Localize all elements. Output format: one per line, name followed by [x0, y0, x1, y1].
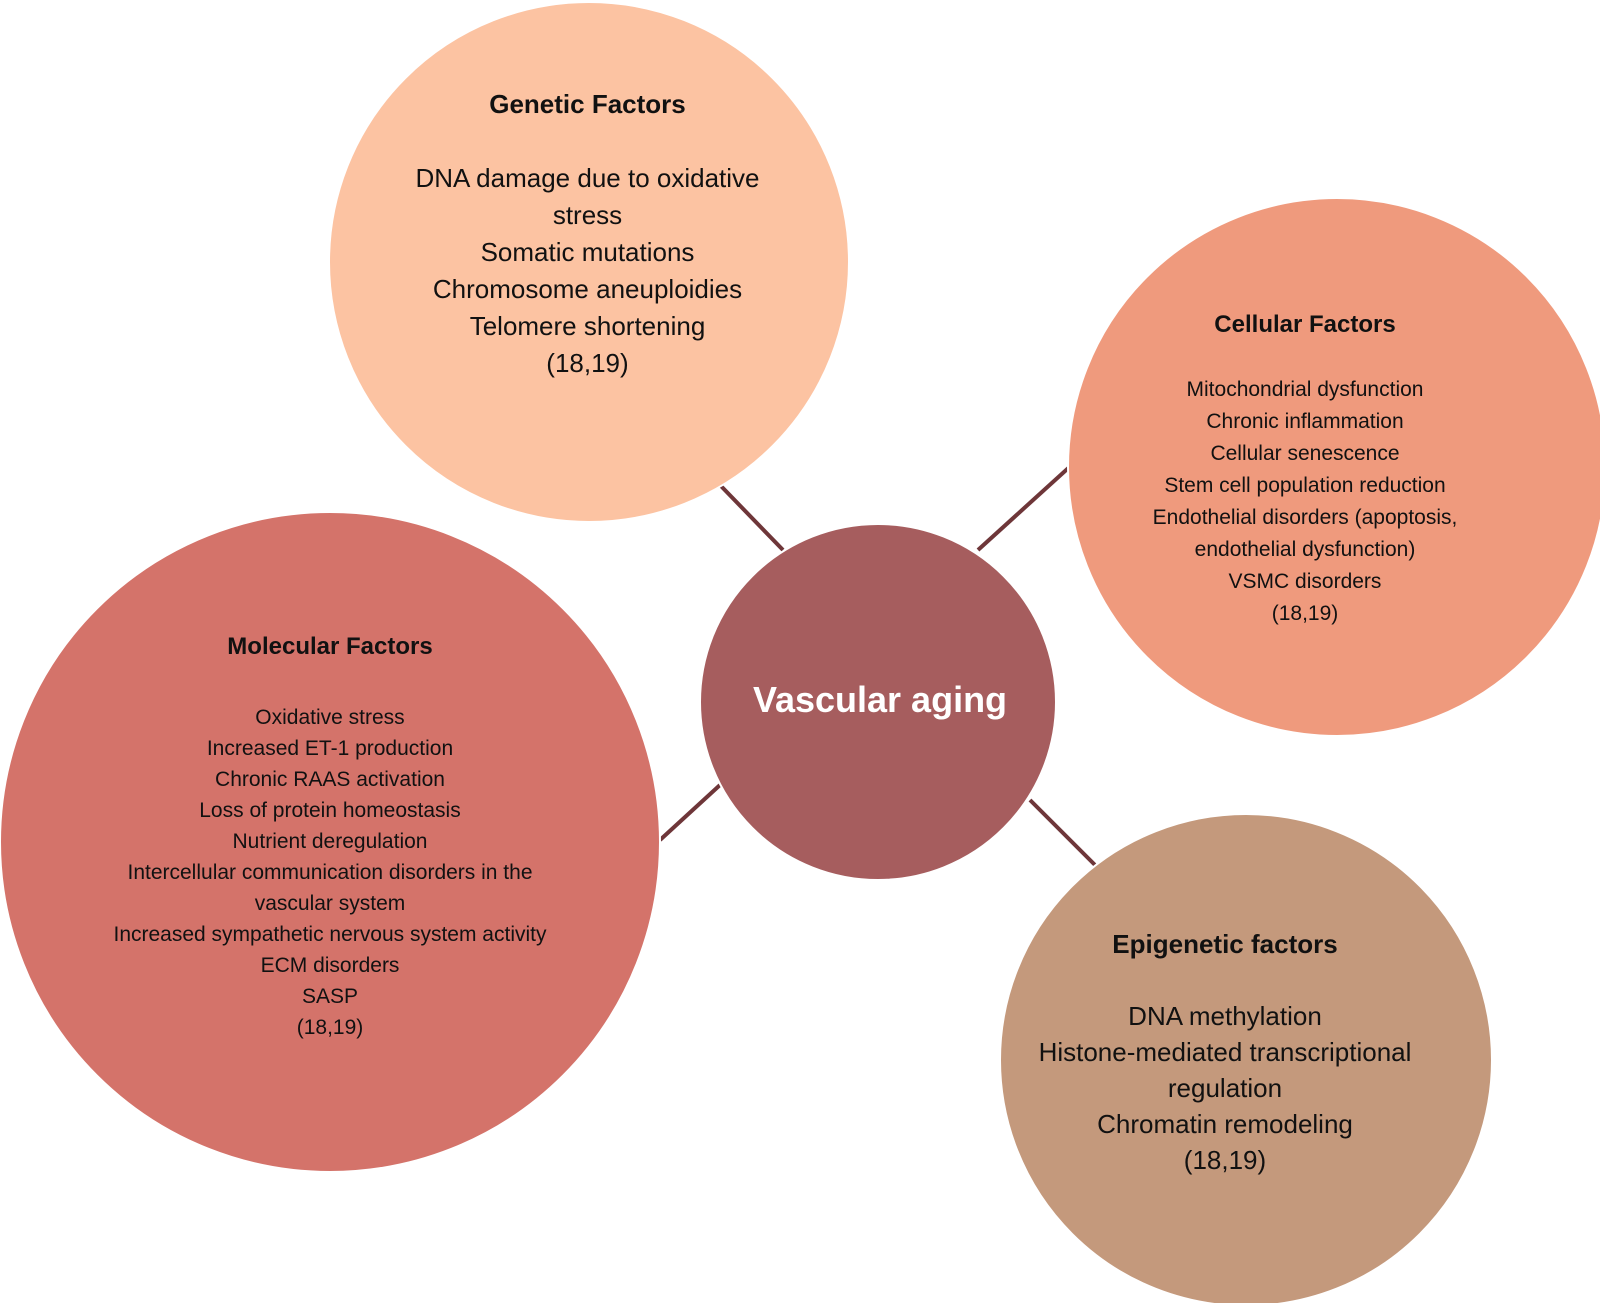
connector-cellular — [976, 460, 1077, 552]
cellular-circle — [1067, 197, 1600, 737]
cellular-item: Chronic inflammation — [1206, 410, 1404, 433]
molecular-item: SASP — [301, 985, 359, 1008]
epigenetic-reference: (18,19) — [1183, 1145, 1267, 1175]
molecular-circle — [0, 511, 661, 1173]
epigenetic-circle — [999, 813, 1493, 1303]
molecular-item: Nutrient deregulation — [232, 830, 428, 853]
epigenetic-title: Epigenetic factors — [1112, 929, 1338, 959]
cellular-item: Cellular senescence — [1210, 442, 1400, 465]
vascular-aging-node: Vascular aging — [700, 610, 1060, 790]
genetic-title: Genetic Factors — [489, 89, 686, 119]
molecular-item: Loss of protein homeostasis — [199, 799, 461, 822]
epigenetic-list: DNA methylation Histone-mediated transcr… — [1025, 998, 1425, 1142]
connector-epigenetic — [1028, 798, 1099, 869]
molecular-factors-node: Molecular Factors Oxidative stress Incre… — [60, 632, 600, 1062]
cellular-reference: (18,19) — [1271, 602, 1339, 625]
cellular-item: Stem cell population reduction — [1164, 474, 1446, 497]
molecular-title: Molecular Factors — [227, 633, 433, 660]
genetic-circle — [328, 1, 850, 523]
cellular-list: Mitochondrial dysfunction Chronic inflam… — [1125, 374, 1485, 598]
genetic-item: Telomere shortening — [469, 311, 706, 341]
molecular-item: Intercellular communication disorders in… — [127, 861, 533, 915]
molecular-item: Chronic RAAS activation — [215, 768, 445, 791]
genetic-factors-node: Genetic Factors DNA damage due to oxidat… — [360, 88, 815, 398]
molecular-item: Increased ET-1 production — [206, 737, 454, 760]
molecular-reference: (18,19) — [296, 1016, 364, 1039]
center-circle — [699, 523, 1057, 881]
connector-molecular — [658, 783, 722, 842]
cellular-item: Mitochondrial dysfunction — [1186, 378, 1424, 401]
molecular-item: Oxidative stress — [255, 706, 405, 729]
center-label: Vascular aging — [752, 679, 1008, 720]
genetic-item: Chromosome aneuploidies — [432, 274, 743, 304]
molecular-item: Increased sympathetic nervous system act… — [113, 923, 547, 946]
cellular-item: VSMC disorders — [1228, 570, 1382, 593]
epigenetic-item: DNA methylation — [1128, 1001, 1322, 1031]
connector-genetic — [718, 483, 785, 552]
cellular-title: Cellular Factors — [1214, 311, 1396, 338]
molecular-list: Oxidative stress Increased ET-1 producti… — [95, 702, 565, 1012]
genetic-list: DNA damage due to oxidative stress Somat… — [398, 160, 778, 345]
genetic-item: DNA damage due to oxidative stress — [415, 163, 760, 230]
epigenetic-item: Histone-mediated transcriptional regulat… — [1038, 1037, 1412, 1103]
epigenetic-factors-node: Epigenetic factors DNA methylation Histo… — [1020, 928, 1430, 1208]
epigenetic-item: Chromatin remodeling — [1097, 1109, 1353, 1139]
cellular-factors-node: Cellular Factors Mitochondrial dysfuncti… — [1100, 310, 1510, 640]
genetic-reference: (18,19) — [546, 348, 629, 378]
genetic-item: Somatic mutations — [480, 237, 695, 267]
cellular-item: Endothelial disorders (apoptosis, endoth… — [1152, 506, 1458, 561]
molecular-item: ECM disorders — [260, 954, 400, 977]
